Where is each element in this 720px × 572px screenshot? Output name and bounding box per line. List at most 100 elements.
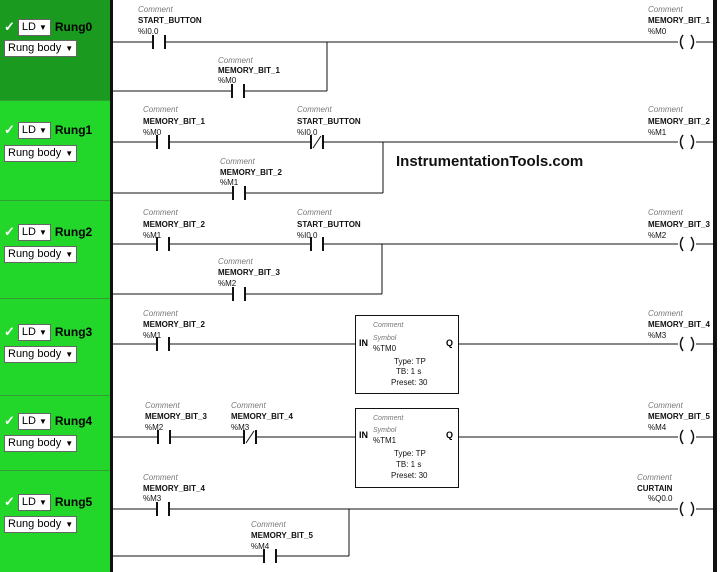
chevron-down-icon: ▼ [38, 416, 47, 426]
timer-q-pin: Q [446, 338, 454, 348]
contact-address: %M0 [143, 128, 162, 137]
contact-no-memory-bit-2[interactable] [156, 337, 170, 351]
chevron-down-icon: ▼ [65, 520, 74, 529]
rung-separator [0, 100, 110, 101]
timer-preset: Preset: 30 [391, 378, 428, 387]
comment-label: Comment [637, 473, 672, 482]
timer-name: %TM1 [373, 436, 397, 445]
contact-no-start-button[interactable] [310, 237, 324, 251]
rung-body-label: Rung body [8, 518, 62, 530]
comment-label: Comment [231, 401, 266, 410]
ld-dropdown[interactable]: LD▼ [17, 323, 51, 341]
contact-no-memory-bit-3[interactable] [232, 287, 246, 301]
timer-type: Type: TP [394, 357, 426, 366]
contact-no-memory-bit-1[interactable] [231, 84, 245, 98]
contact-symbol: START_BUTTON [297, 220, 361, 229]
rung-header: ✓ LD▼ Rung5 [4, 493, 92, 511]
comment-label: Comment [297, 208, 332, 217]
coil-address: %M2 [648, 231, 667, 240]
contact-symbol: MEMORY_BIT_4 [231, 412, 293, 421]
contact-symbol: MEMORY_BIT_3 [218, 268, 280, 277]
comment-label: Comment [648, 208, 683, 217]
rung-name: Rung1 [54, 123, 93, 137]
timer-in-pin: IN [359, 430, 368, 440]
check-icon: ✓ [4, 324, 15, 339]
rung-body-dropdown[interactable]: Rung body▼ [4, 516, 78, 533]
contact-no-memory-bit-1[interactable] [156, 135, 170, 149]
timer-preset: Preset: 30 [391, 471, 428, 480]
chevron-down-icon: ▼ [38, 22, 47, 32]
contact-address: %M3 [143, 494, 162, 503]
comment-label: Comment [648, 401, 683, 410]
rung-header: ✓ LD▼ Rung4 [4, 412, 92, 430]
ld-label: LD [21, 495, 36, 508]
contact-no-memory-bit-2[interactable] [156, 237, 170, 251]
ld-dropdown[interactable]: LD▼ [17, 18, 51, 36]
contact-no-memory-bit-3[interactable] [157, 430, 171, 444]
contact-no-start-button[interactable] [152, 35, 166, 49]
contact-nc-memory-bit-4[interactable] [243, 430, 257, 444]
contact-symbol: MEMORY_BIT_2 [143, 320, 205, 329]
ld-label: LD [21, 414, 36, 427]
contact-symbol: MEMORY_BIT_5 [251, 531, 313, 540]
timer-block[interactable]: IN Q Comment Symbol %TM1 Type: TP TB: 1 … [355, 408, 459, 488]
ld-dropdown[interactable]: LD▼ [17, 121, 51, 139]
timer-block[interactable]: IN Q Comment Symbol %TM0 Type: TP TB: 1 … [355, 315, 459, 394]
contact-address: %M1 [143, 331, 162, 340]
contact-address: %I0.0 [297, 231, 318, 240]
contact-no-memory-bit-2[interactable] [232, 186, 246, 200]
coil-memory-bit-3[interactable] [679, 236, 714, 252]
ld-dropdown[interactable]: LD▼ [17, 493, 51, 511]
contact-no-memory-bit-4[interactable] [156, 502, 170, 516]
timer-name: %TM0 [373, 344, 397, 353]
timer-in-pin: IN [359, 338, 368, 348]
rung-separator [0, 470, 110, 471]
chevron-down-icon: ▼ [65, 44, 74, 53]
comment-label: Comment [251, 520, 286, 529]
rung-body-dropdown[interactable]: Rung body▼ [4, 145, 78, 162]
timer-timebase: TB: 1 s [396, 367, 422, 376]
rung-body-label: Rung body [8, 437, 62, 449]
coil-symbol: MEMORY_BIT_4 [648, 320, 710, 329]
coil-memory-bit-2[interactable] [679, 134, 714, 150]
rung-body-label: Rung body [8, 248, 62, 260]
chevron-down-icon: ▼ [38, 125, 47, 135]
contact-address: %I0.0 [138, 27, 159, 36]
coil-symbol: MEMORY_BIT_1 [648, 16, 710, 25]
comment-label: Comment [143, 473, 178, 482]
chevron-down-icon: ▼ [65, 250, 74, 259]
chevron-down-icon: ▼ [38, 327, 47, 337]
contact-symbol: MEMORY_BIT_2 [143, 220, 205, 229]
timer-type: Type: TP [394, 449, 426, 458]
ld-dropdown[interactable]: LD▼ [17, 223, 51, 241]
rung-name: Rung2 [54, 225, 93, 239]
contact-symbol: MEMORY_BIT_4 [143, 484, 205, 493]
contact-address: %M0 [218, 76, 237, 85]
comment-label: Comment [143, 309, 178, 318]
coil-memory-bit-4[interactable] [679, 336, 714, 352]
rung-name: Rung3 [54, 325, 93, 339]
comment-label: Comment [648, 5, 683, 14]
rung-body-dropdown[interactable]: Rung body▼ [4, 246, 78, 263]
coil-memory-bit-5[interactable] [679, 429, 714, 445]
chevron-down-icon: ▼ [38, 227, 47, 237]
rung-body-dropdown[interactable]: Rung body▼ [4, 346, 78, 363]
contact-symbol: MEMORY_BIT_3 [145, 412, 207, 421]
rung-body-dropdown[interactable]: Rung body▼ [4, 40, 78, 57]
ld-label: LD [21, 20, 36, 33]
coil-memory-bit-1[interactable] [679, 34, 714, 50]
rung-name: Rung0 [54, 20, 93, 34]
rung-body-dropdown[interactable]: Rung body▼ [4, 435, 78, 452]
chevron-down-icon: ▼ [65, 439, 74, 448]
contact-address: %M2 [145, 423, 164, 432]
rung-separator [0, 200, 110, 201]
rung-header: ✓ LD▼ Rung0 [4, 18, 92, 36]
coil-curtain[interactable] [679, 501, 714, 517]
contact-no-memory-bit-5[interactable] [263, 549, 277, 563]
coil-symbol: MEMORY_BIT_3 [648, 220, 710, 229]
contact-address: %M3 [231, 423, 250, 432]
check-icon: ✓ [4, 413, 15, 428]
ld-dropdown[interactable]: LD▼ [17, 412, 51, 430]
coil-address: %Q0.0 [648, 494, 673, 503]
contact-nc-start-button[interactable] [310, 135, 324, 149]
